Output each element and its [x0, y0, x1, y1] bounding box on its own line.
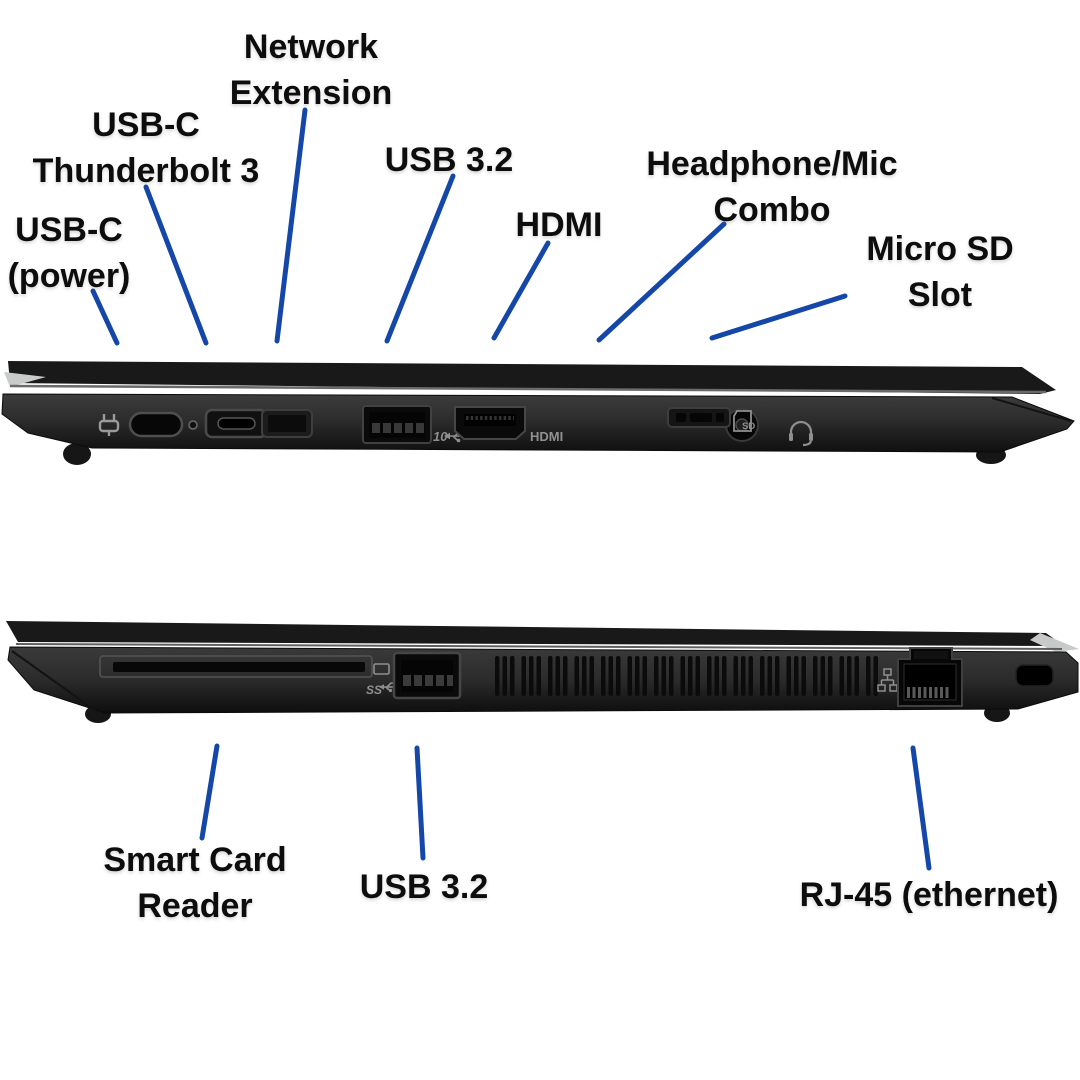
port-label-rj45-ethernet: RJ-45 (ethernet)	[800, 872, 1059, 918]
hinge-seam	[11, 650, 97, 712]
usb-32-bottom-leader-line	[414, 745, 426, 861]
label-line: Headphone/Mic	[646, 145, 898, 183]
thunderbolt-dock-connector	[204, 408, 313, 439]
label-line: USB 3.2	[384, 141, 514, 179]
label-line: USB 3.2	[359, 868, 489, 906]
label-line: Slot	[907, 276, 973, 314]
hinge-seam	[991, 397, 1072, 422]
power-plug-icon	[98, 414, 120, 436]
port-label-usb-c-power: USB-C (power)	[8, 207, 131, 299]
label-line: Extension	[229, 74, 393, 112]
port-label-usb-32-bottom: USB 3.2	[360, 864, 489, 910]
svg-text:SS: SS	[366, 683, 382, 697]
port-label-network-extension: Network Extension	[230, 24, 392, 116]
rubber-foot	[63, 443, 91, 465]
svg-text:SD: SD	[742, 421, 755, 432]
micro-sd-slot	[667, 407, 731, 428]
laptop-lid-edge	[6, 621, 1064, 646]
rj45-port	[897, 647, 963, 707]
usb-a-port	[362, 405, 432, 444]
network-extension-leader-line	[274, 107, 308, 344]
port-label-usb-32-top: USB 3.2	[385, 137, 514, 183]
port-label-usb-c-thunderbolt-3: USB-C Thunderbolt 3	[33, 102, 260, 194]
lid-body-seam	[9, 384, 1047, 394]
vent-grille	[492, 654, 880, 698]
label-line: USB-C	[15, 211, 123, 249]
leader-lines	[90, 107, 932, 871]
usb-32-top-leader-line	[384, 173, 456, 344]
label-line: (power)	[7, 257, 131, 295]
thunderbolt-leader-line	[143, 184, 209, 346]
label-line: Network	[243, 28, 379, 66]
label-line: Thunderbolt 3	[32, 152, 260, 190]
port-label-hdmi: HDMI	[516, 202, 603, 248]
smart-card-leader-line	[199, 743, 220, 841]
label-line: HDMI	[515, 206, 603, 244]
rj45-leader-line	[910, 745, 932, 871]
smart-card-slot	[99, 655, 373, 678]
label-line: Micro SD	[866, 230, 1014, 268]
usb-c-power-leader-line	[90, 288, 120, 346]
kensington-lock-slot	[1015, 664, 1054, 687]
port-label-headphone-mic-combo: Headphone/Mic Combo	[646, 141, 897, 233]
lid-body-seam	[15, 643, 1063, 650]
headphone-leader-line	[596, 221, 727, 343]
svg-text:10: 10	[433, 429, 448, 444]
headset-icon	[789, 420, 813, 447]
lid-silver-edge	[4, 372, 46, 387]
status-led	[188, 420, 198, 430]
label-line: USB-C	[92, 106, 200, 144]
port-label-micro-sd-slot: Micro SD Slot	[866, 226, 1013, 318]
lid-silver-edge	[1030, 633, 1079, 652]
hdmi-marking: HDMI	[530, 429, 563, 444]
label-line: Smart Card	[103, 841, 287, 879]
port-label-smart-card-reader: Smart Card Reader	[103, 837, 286, 929]
usb-a-port	[392, 651, 462, 700]
usb-c-port	[128, 411, 184, 438]
label-line: RJ-45 (ethernet)	[799, 876, 1059, 914]
micro-sd-leader-line	[709, 293, 848, 341]
label-line: Combo	[713, 191, 831, 229]
laptop-lid-edge	[8, 361, 1056, 394]
label-line: Reader	[137, 887, 253, 925]
laptop-left-side-view: 10 HDMI	[1, 361, 1075, 465]
hdmi-leader-line	[491, 240, 551, 341]
hdmi-port	[454, 406, 526, 440]
laptop-right-side-view: SS	[6, 621, 1079, 723]
sd-card-icon: SD	[733, 410, 755, 432]
